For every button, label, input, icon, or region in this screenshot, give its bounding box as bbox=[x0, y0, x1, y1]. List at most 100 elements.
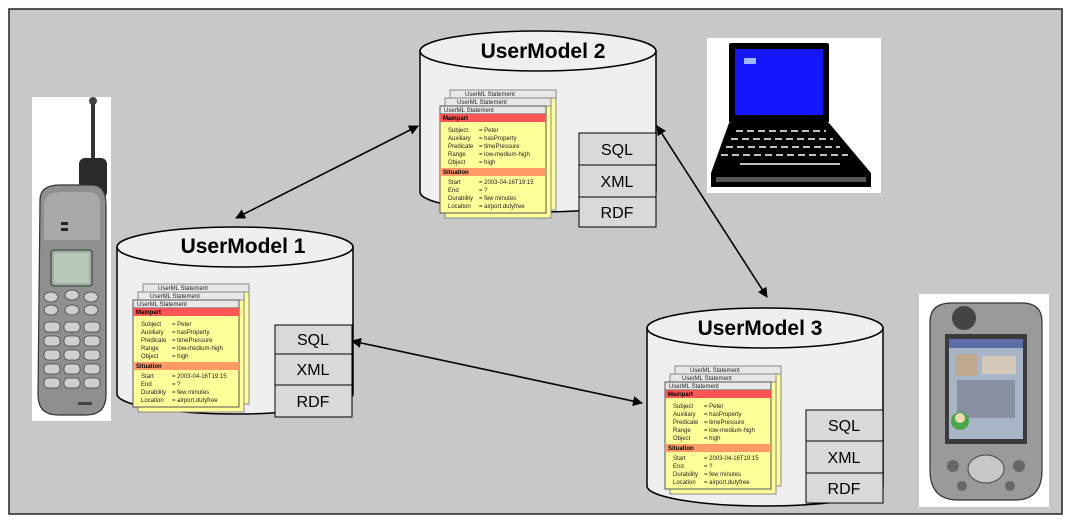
svg-text:Location: Location bbox=[673, 480, 696, 486]
svg-text:= hasProperty: = hasProperty bbox=[172, 330, 210, 336]
svg-text:= 2003-04-16T19:15: = 2003-04-16T19:15 bbox=[479, 180, 534, 186]
svg-text:Range: Range bbox=[141, 346, 159, 352]
statement-card bbox=[439, 105, 547, 214]
database-cylinder-top bbox=[116, 226, 354, 268]
connector-arrows bbox=[235, 125, 768, 407]
svg-text:= few minutes: = few minutes bbox=[479, 196, 516, 202]
svg-text:Range: Range bbox=[673, 428, 691, 434]
format-box-sql bbox=[805, 409, 884, 442]
svg-text:SQL: SQL bbox=[297, 332, 329, 349]
svg-text:= timePressure: = timePressure bbox=[704, 420, 745, 426]
svg-text:Object: Object bbox=[141, 354, 159, 360]
usermodel-title: UserModel 2 bbox=[481, 40, 606, 63]
svg-text:SQL: SQL bbox=[828, 418, 860, 435]
svg-text:= hasProperty: = hasProperty bbox=[479, 136, 517, 142]
svg-text:Start: Start bbox=[448, 180, 461, 186]
svg-text:UserML Statement: UserML Statement bbox=[444, 108, 494, 114]
svg-text:Predicate: Predicate bbox=[673, 420, 699, 426]
format-boxes: SQL XML RDF bbox=[805, 409, 884, 504]
svg-text:= low-medium-high: = low-medium-high bbox=[704, 428, 755, 434]
format-box-sql bbox=[578, 132, 657, 166]
svg-text:Mainpart: Mainpart bbox=[136, 310, 161, 316]
format-box-xml bbox=[805, 440, 884, 474]
svg-text:Durability: Durability bbox=[448, 196, 473, 202]
svg-text:= Peter: = Peter bbox=[172, 322, 192, 328]
database-cylinder-top bbox=[646, 307, 884, 349]
svg-text:Predicate: Predicate bbox=[141, 338, 167, 344]
svg-text:Subject: Subject bbox=[141, 322, 161, 328]
format-box-rdf bbox=[805, 472, 884, 504]
svg-text:Subject: Subject bbox=[673, 404, 693, 410]
svg-text:Range: Range bbox=[448, 152, 466, 158]
statement-card-stack: UserML Statement UserML Statement UserML… bbox=[664, 365, 782, 495]
svg-text:End: End bbox=[448, 188, 459, 194]
svg-text:= ?: = ? bbox=[704, 464, 713, 470]
svg-text:UserML Statement: UserML Statement bbox=[465, 92, 515, 98]
svg-text:XML: XML bbox=[828, 450, 861, 467]
format-box-rdf bbox=[578, 196, 657, 228]
pda-icon bbox=[919, 294, 1049, 507]
svg-text:Auxiliary: Auxiliary bbox=[673, 412, 696, 418]
svg-text:Mainpart: Mainpart bbox=[668, 392, 693, 398]
database-cylinder-top bbox=[419, 30, 657, 72]
svg-text:Object: Object bbox=[448, 160, 466, 166]
svg-text:= hasProperty: = hasProperty bbox=[704, 412, 742, 418]
svg-text:= timePressure: = timePressure bbox=[172, 338, 213, 344]
format-box-xml bbox=[274, 353, 353, 386]
svg-text:= 2003-04-16T19:15: = 2003-04-16T19:15 bbox=[172, 374, 227, 380]
svg-text:RDF: RDF bbox=[297, 394, 330, 411]
format-box-xml bbox=[578, 164, 657, 198]
svg-text:Start: Start bbox=[141, 374, 154, 380]
arrow-um2-um3 bbox=[656, 125, 768, 298]
svg-text:Location: Location bbox=[448, 204, 471, 210]
svg-text:= Peter: = Peter bbox=[479, 128, 499, 134]
svg-text:= few minutes: = few minutes bbox=[704, 472, 741, 478]
svg-text:= timePressure: = timePressure bbox=[479, 144, 520, 150]
svg-text:= airport.dutyfree: = airport.dutyfree bbox=[479, 204, 525, 210]
svg-text:RDF: RDF bbox=[828, 481, 861, 498]
format-box-rdf bbox=[274, 384, 353, 418]
usermodel-3: UserModel 3 UserML Statement UserML Stat… bbox=[646, 307, 884, 507]
usermodel-title: UserModel 1 bbox=[181, 235, 306, 258]
svg-text:= ?: = ? bbox=[479, 188, 488, 194]
svg-text:Durability: Durability bbox=[673, 472, 698, 478]
svg-text:XML: XML bbox=[601, 174, 634, 191]
svg-text:Subject: Subject bbox=[448, 128, 468, 134]
statement-card-stack: UserML Statement UserML Statement UserML… bbox=[439, 89, 557, 219]
svg-text:SQL: SQL bbox=[601, 142, 633, 159]
svg-text:Auxiliary: Auxiliary bbox=[141, 330, 164, 336]
arrow-um1-um3 bbox=[351, 337, 643, 407]
svg-text:Situation: Situation bbox=[668, 446, 694, 452]
svg-text:= low-medium-high: = low-medium-high bbox=[479, 152, 530, 158]
statement-card-stack: UserML Statement UserML Statement UserML… bbox=[132, 283, 250, 413]
statement-card bbox=[664, 381, 772, 490]
svg-text:= high: = high bbox=[479, 160, 496, 166]
usermodel-2: UserModel 2 UserML Statement UserML Stat… bbox=[419, 30, 657, 228]
svg-text:Start: Start bbox=[673, 456, 686, 462]
svg-text:Object: Object bbox=[673, 436, 691, 442]
svg-text:Situation: Situation bbox=[136, 364, 162, 370]
usermodel-1: UserModel 1 UserML Statement UserML Stat… bbox=[116, 226, 354, 418]
format-boxes: SQL XML RDF bbox=[274, 324, 353, 418]
usermodel-title: UserModel 3 bbox=[698, 317, 823, 340]
svg-text:UserML Statement: UserML Statement bbox=[690, 368, 740, 374]
format-box-sql bbox=[274, 324, 353, 355]
svg-text:= Peter: = Peter bbox=[704, 404, 724, 410]
laptop-icon bbox=[707, 38, 881, 193]
svg-text:UserML Statement: UserML Statement bbox=[150, 294, 200, 300]
arrow-um1-um2 bbox=[235, 125, 419, 219]
svg-text:UserML Statement: UserML Statement bbox=[137, 302, 187, 308]
svg-text:XML: XML bbox=[297, 362, 330, 379]
svg-text:RDF: RDF bbox=[601, 205, 634, 222]
svg-text:= 2003-04-16T19:15: = 2003-04-16T19:15 bbox=[704, 456, 759, 462]
svg-text:UserML Statement: UserML Statement bbox=[457, 100, 507, 106]
svg-text:End: End bbox=[673, 464, 684, 470]
svg-text:Durability: Durability bbox=[141, 390, 166, 396]
svg-text:= airport.dutyfree: = airport.dutyfree bbox=[172, 398, 218, 404]
svg-text:Situation: Situation bbox=[443, 170, 469, 176]
svg-text:UserML Statement: UserML Statement bbox=[158, 286, 208, 292]
svg-text:Mainpart: Mainpart bbox=[443, 116, 468, 122]
svg-text:UserML Statement: UserML Statement bbox=[682, 376, 732, 382]
